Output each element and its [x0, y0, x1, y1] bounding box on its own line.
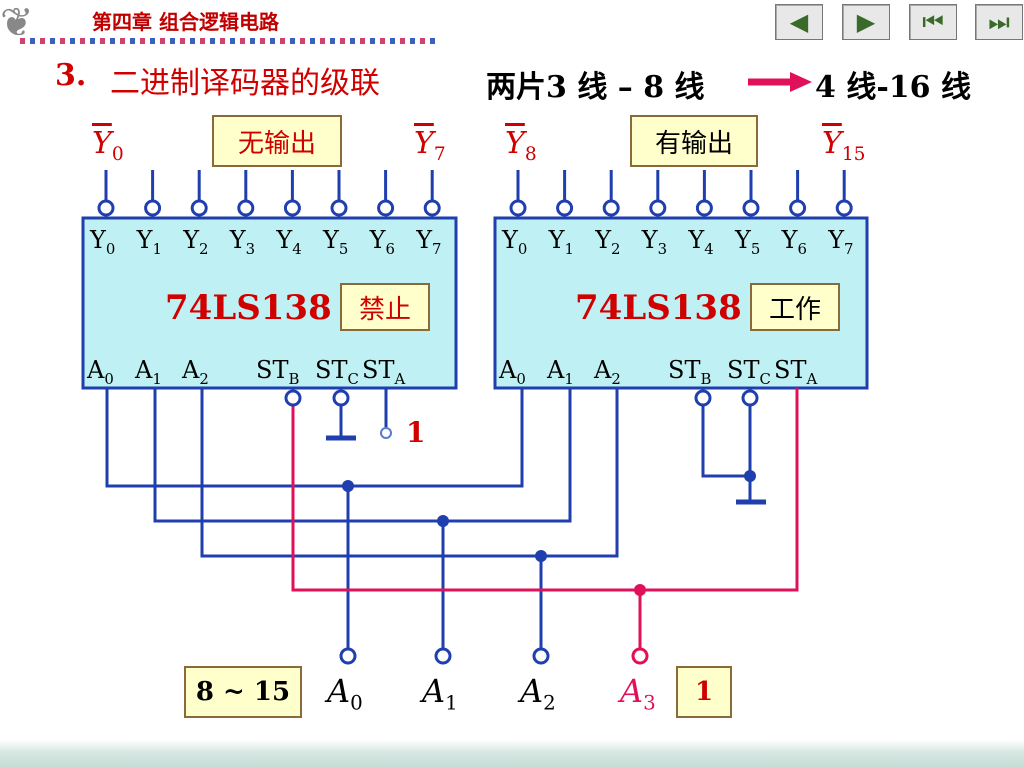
output-pin-label: Y0 [502, 226, 528, 258]
first-icon[interactable]: ⏮ [909, 4, 957, 40]
arrow-icon [748, 72, 812, 92]
output-pin-label: Y3 [229, 226, 256, 258]
output-pin-label: Y5 [735, 226, 761, 258]
enable-pin-label: STB [668, 356, 712, 388]
address-wires [105, 388, 752, 648]
output-pin-label: Y3 [641, 226, 668, 258]
header-divider [20, 38, 440, 44]
output-pin-label: Y2 [595, 226, 621, 258]
chip-2-name: 74LS138 [575, 288, 742, 328]
range-output-label: Y7 [414, 126, 446, 165]
prev-triangle-icon[interactable]: ◀ [775, 4, 823, 40]
output-pin-label: Y6 [781, 226, 807, 258]
output-pin-label: Y5 [323, 226, 349, 258]
range-label: 8 ~ 15 [184, 666, 302, 718]
output-pin-label: Y4 [688, 226, 714, 258]
range-output-label: Y8 [505, 126, 537, 165]
output-pin-label: Y7 [416, 226, 442, 258]
section-title: 二进制译码器的级联 [110, 66, 380, 101]
chip-1-name: 74LS138 [165, 288, 332, 328]
sta-value-label: 1 [406, 416, 426, 449]
output-pin-label: Y6 [369, 226, 395, 258]
enable-pin-label: STB [256, 356, 300, 388]
range-output-label: Y15 [822, 126, 866, 165]
desc-left: 两片3 线 – 8 线 [486, 70, 705, 105]
enable-pin-label: STA [362, 356, 406, 388]
enable-pin-label: STC [727, 356, 771, 388]
a3-value-label: 1 [676, 666, 732, 718]
output-pin-label: Y2 [183, 226, 209, 258]
enable-pin-label: STA [774, 356, 818, 388]
input-label: A3 [620, 672, 656, 715]
output-pin-label: Y1 [548, 226, 574, 258]
has-output-label: 有输出 [630, 115, 758, 167]
output-pin-label: Y7 [828, 226, 854, 258]
footer-decoration [0, 740, 1024, 768]
address-pin-label: A2 [594, 356, 621, 388]
address-pin-label: A0 [87, 356, 114, 388]
section-number: 3. [55, 58, 87, 93]
address-pin-label: A2 [182, 356, 209, 388]
chapter-header: 第四章 组合逻辑电路 [92, 10, 279, 34]
no-output-label: 无输出 [212, 115, 342, 167]
input-label: A0 [327, 672, 363, 715]
desc-right: 4 线-16 线 [815, 70, 971, 105]
output-pin-label: Y0 [90, 226, 116, 258]
disable-label: 禁止 [340, 283, 430, 331]
last-icon[interactable]: ⏭ [975, 4, 1023, 40]
address-pin-label: A1 [547, 356, 574, 388]
input-label: A2 [520, 672, 556, 715]
work-label: 工作 [750, 283, 840, 331]
output-pin-label: Y4 [276, 226, 302, 258]
input-label: A1 [422, 672, 458, 715]
a3-wires [291, 388, 799, 648]
output-pin-label: Y1 [136, 226, 162, 258]
address-pin-label: A0 [499, 356, 526, 388]
address-pin-label: A1 [135, 356, 162, 388]
enable-pin-label: STC [315, 356, 359, 388]
range-output-label: Y0 [92, 126, 124, 165]
next-triangle-icon[interactable]: ▶ [842, 4, 890, 40]
